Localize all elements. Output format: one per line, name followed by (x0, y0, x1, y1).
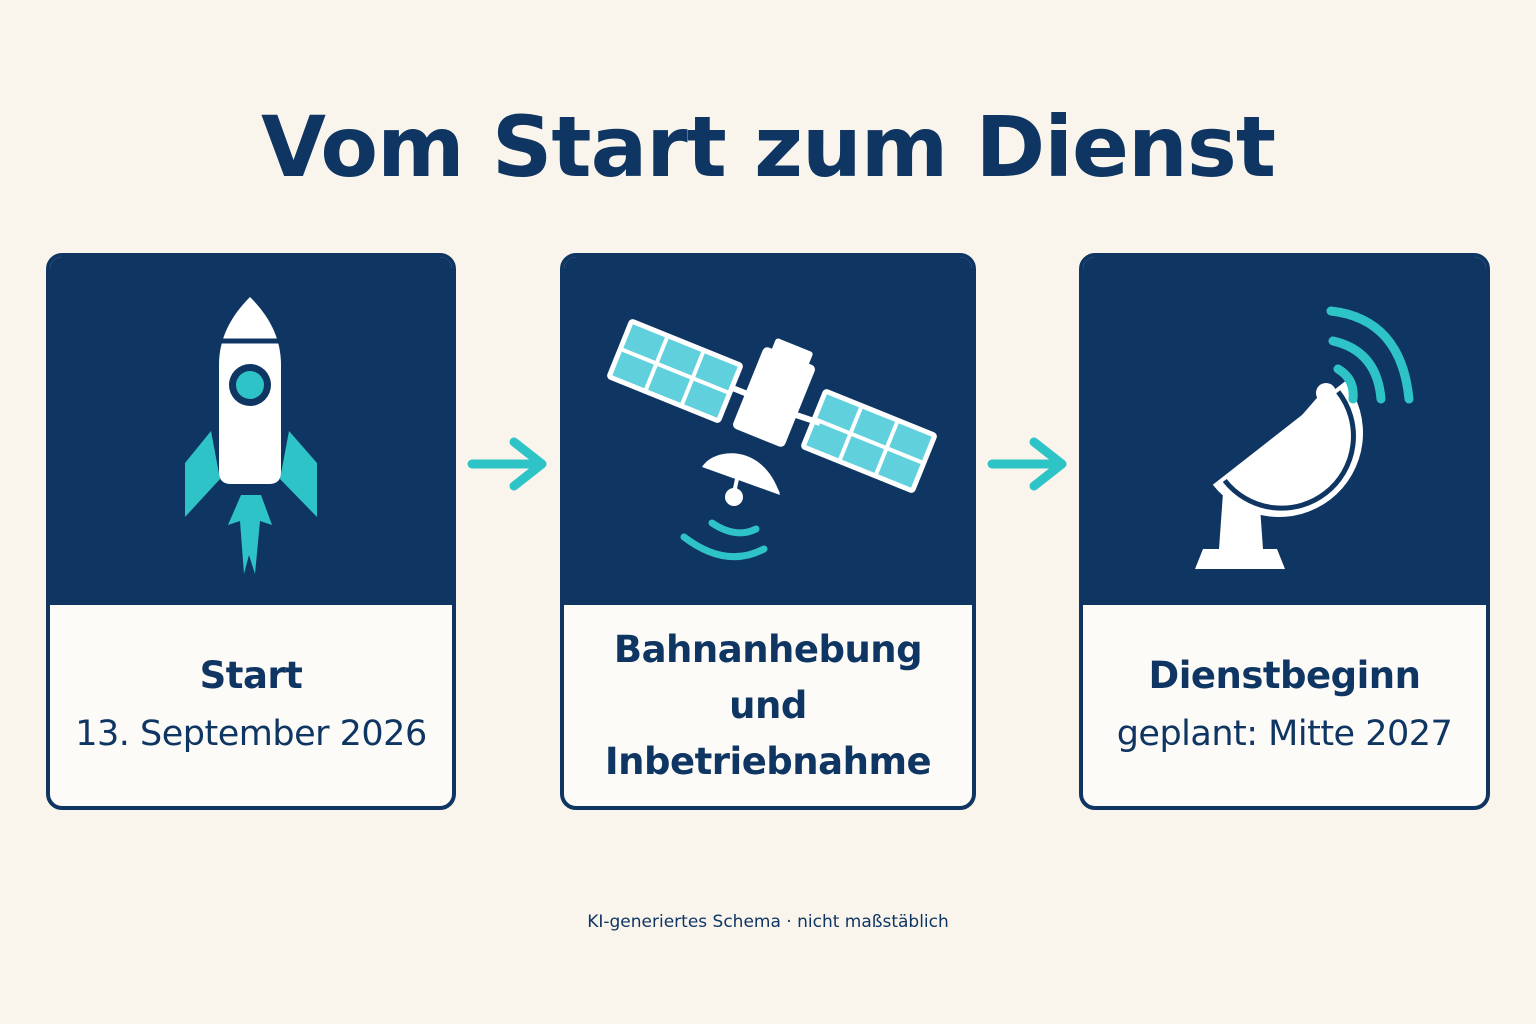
step-card-text: Start 13. September 2026 (50, 605, 452, 806)
step-date-launch: 13. September 2026 (75, 713, 427, 754)
step-title-launch: Start (199, 653, 303, 697)
rocket-icon (185, 297, 317, 574)
arrow-right-icon (467, 437, 547, 491)
step-card-orbit-raising: Bahnanhebung und Inbetriebnahme (560, 253, 976, 810)
step-card-icon-area (564, 257, 972, 605)
step-card-service-start: Dienstbeginn geplant: Mitte 2027 (1079, 253, 1490, 810)
step-title-orbit-raising: Bahnanhebung und Inbetriebnahme (604, 627, 932, 783)
step-card-launch: Start 13. September 2026 (46, 253, 456, 810)
satellite-dish-icon (1195, 306, 1414, 569)
step-title-service-start: Dienstbeginn (1148, 653, 1421, 697)
step-card-text: Bahnanhebung und Inbetriebnahme (564, 605, 972, 806)
footnote: KI-generiertes Schema · nicht maßstäblic… (587, 912, 949, 932)
step-card-icon-area (50, 257, 452, 605)
arrow-right-icon (987, 437, 1067, 491)
satellite-icon (607, 319, 937, 561)
step-card-icon-area (1083, 257, 1486, 605)
page-title: Vom Start zum Dienst (261, 98, 1276, 196)
step-card-text: Dienstbeginn geplant: Mitte 2027 (1083, 605, 1486, 806)
step-date-service-start: geplant: Mitte 2027 (1116, 713, 1453, 754)
